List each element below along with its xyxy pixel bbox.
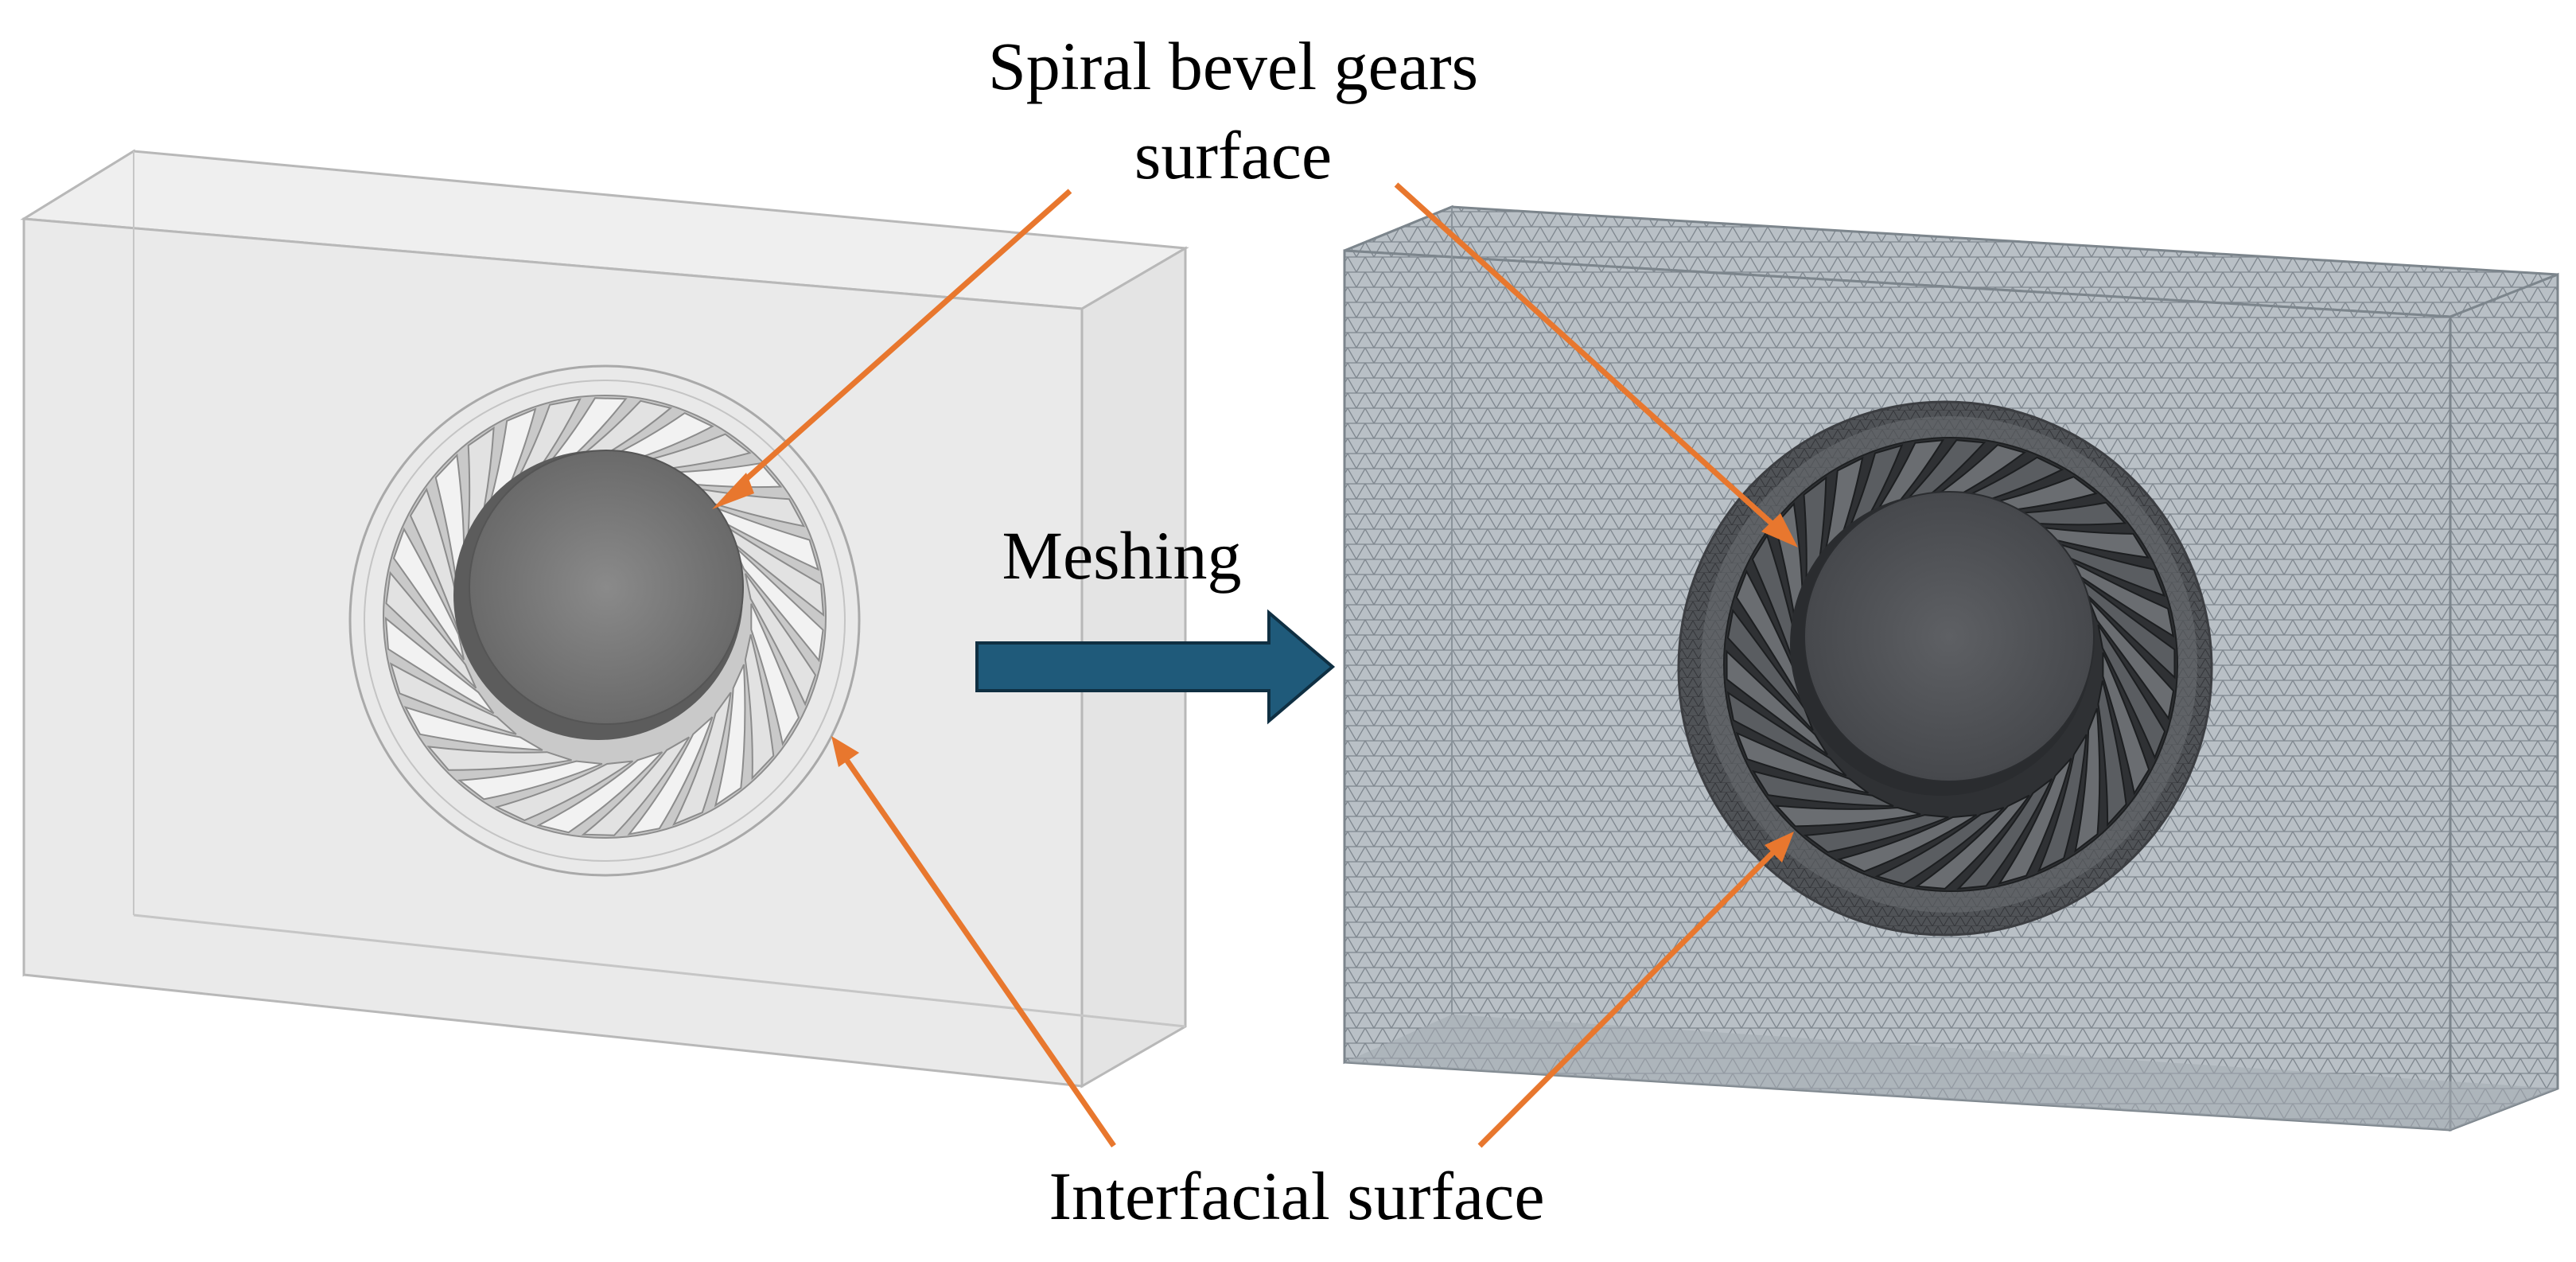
left-gear-assembly bbox=[348, 364, 861, 877]
gear-tooth bbox=[2088, 598, 2175, 721]
gear-tooth bbox=[2054, 552, 2175, 638]
gear-tooth bbox=[1735, 731, 1870, 794]
gear-tooth bbox=[2074, 707, 2101, 853]
label-spiral-bevel-gears: Spiral bevel gears bbox=[987, 28, 1479, 104]
right-gear-assembly bbox=[1677, 400, 2213, 937]
gear-tooth bbox=[384, 616, 495, 715]
gear-tooth bbox=[1956, 778, 2053, 890]
gear-tooth bbox=[389, 662, 517, 735]
gear-tooth bbox=[744, 573, 817, 707]
gear-tooth bbox=[2102, 652, 2150, 796]
callout-interface-right-line bbox=[1477, 847, 1778, 1148]
gear-tooth bbox=[2097, 680, 2127, 828]
gear-tooth bbox=[1803, 814, 1949, 853]
left-interface-ring-inner bbox=[364, 380, 846, 862]
gear-tooth bbox=[2097, 624, 2166, 760]
callout-gear-left-head bbox=[712, 473, 754, 509]
gear-tooth bbox=[581, 736, 691, 836]
gear-tooth bbox=[457, 760, 603, 800]
label-meshing: Meshing bbox=[1002, 517, 1242, 594]
callout-interface-left-line bbox=[842, 756, 1116, 1147]
gear-tooth bbox=[409, 487, 459, 630]
mesh-right-face bbox=[2449, 272, 2559, 1132]
meshing-arrow bbox=[975, 609, 1336, 725]
gear-tooth bbox=[1837, 814, 1978, 873]
gear-tooth bbox=[627, 716, 714, 835]
gear-tooth bbox=[714, 664, 746, 808]
gear-tooth bbox=[494, 760, 633, 821]
gear-tooth bbox=[1726, 608, 1814, 731]
gear-tooth bbox=[671, 691, 732, 826]
left-gear-teeth bbox=[384, 397, 825, 836]
gear-tooth bbox=[1726, 691, 1847, 777]
gear-tooth bbox=[750, 603, 800, 746]
right-hub-face bbox=[1804, 491, 2095, 782]
gear-tooth bbox=[1874, 807, 2005, 885]
gear-tooth bbox=[1914, 794, 2030, 890]
gear-tooth bbox=[536, 751, 663, 834]
gear-tooth bbox=[1726, 649, 1828, 756]
gear-tooth bbox=[2037, 734, 2088, 873]
callout-interface-left-head bbox=[831, 736, 859, 767]
gear-tooth bbox=[385, 571, 477, 689]
mesh-bottom-strip bbox=[1344, 1015, 2558, 1130]
label-surface: surface bbox=[1134, 117, 1333, 193]
gear-tooth bbox=[744, 634, 775, 781]
gear-tooth bbox=[1751, 769, 1894, 807]
gear-tooth bbox=[714, 519, 825, 617]
callout-arrows bbox=[712, 182, 1798, 1148]
callout-gear-right-line bbox=[1394, 182, 1780, 532]
gear-tooth bbox=[403, 706, 543, 751]
callout-gear-right-head bbox=[1761, 513, 1798, 547]
left-hub-face bbox=[469, 450, 744, 725]
gear-tooth bbox=[732, 544, 824, 663]
gear-tooth bbox=[426, 746, 572, 771]
gear-tooth bbox=[2073, 573, 2176, 680]
callout-interface-right-head bbox=[1765, 832, 1794, 863]
callout-gear-left-line bbox=[730, 189, 1072, 494]
box-hidden-edge-bottom bbox=[133, 913, 1186, 1028]
gear-tooth bbox=[1735, 569, 1804, 705]
gear-tooth bbox=[1998, 758, 2072, 885]
gear-tooth bbox=[392, 527, 465, 660]
gear-tooth bbox=[1774, 804, 1921, 828]
label-interfacial-surface: Interfacial surface bbox=[1049, 1158, 1545, 1234]
